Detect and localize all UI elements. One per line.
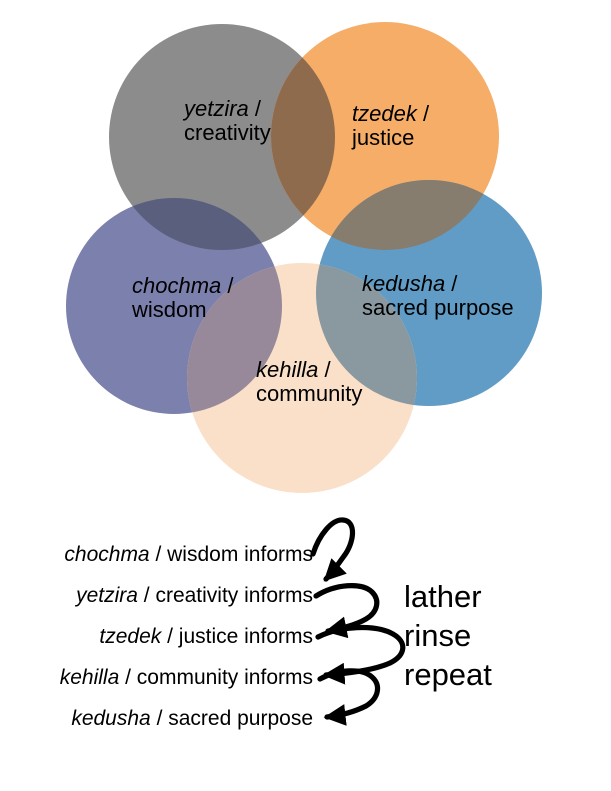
cycle-item-tzedek: tzedek / justice informs	[99, 625, 313, 648]
yetzira-circle	[109, 24, 335, 250]
label-yetzira: yetzira / creativity	[184, 97, 271, 145]
kedusha-kehilla-overlap	[316, 263, 417, 406]
note-lather-rinse-repeat: lather rinse repeat	[404, 577, 492, 694]
label-kehilla-term: kehilla /	[256, 357, 331, 382]
venn-diagram	[66, 22, 542, 493]
label-kedusha: kedusha / sacred purpose	[362, 272, 514, 320]
label-yetzira-translation: creativity	[184, 120, 271, 145]
arrow-yetzira-to-tzedek	[313, 583, 380, 639]
label-kehilla-translation: community	[256, 381, 363, 406]
label-chochma-translation: wisdom	[132, 297, 207, 322]
cycle-item-chochma: chochma / wisdom informs	[64, 543, 313, 566]
note-line-repeat: repeat	[404, 657, 492, 692]
arrow-kehilla-to-kedusha	[317, 668, 381, 726]
cycle-item-kehilla: kehilla / community informs	[59, 666, 313, 689]
label-kedusha-term: kedusha /	[362, 271, 458, 296]
cycle-item-yetzira: yetzira / creativity informs	[76, 584, 313, 607]
label-chochma-term: chochma /	[132, 273, 234, 298]
note-line-lather: lather	[404, 579, 482, 614]
label-tzedek: tzedek / justice	[352, 102, 429, 150]
note-line-rinse: rinse	[404, 618, 472, 653]
chochma-kehilla-overlap	[187, 263, 282, 414]
label-chochma: chochma / wisdom	[132, 274, 234, 322]
label-kehilla: kehilla / community	[256, 358, 362, 406]
label-tzedek-translation: justice	[352, 125, 415, 150]
label-tzedek-term: tzedek /	[352, 101, 430, 126]
cycle-item-kedusha: kedusha / sacred purpose	[71, 707, 313, 730]
arrow-tzedek-to-kehilla	[315, 624, 406, 685]
cycle-list: chochma / wisdom informs yetzira / creat…	[0, 534, 313, 739]
label-kedusha-translation: sacred purpose	[362, 295, 514, 320]
label-yetzira-term: yetzira /	[184, 96, 262, 121]
